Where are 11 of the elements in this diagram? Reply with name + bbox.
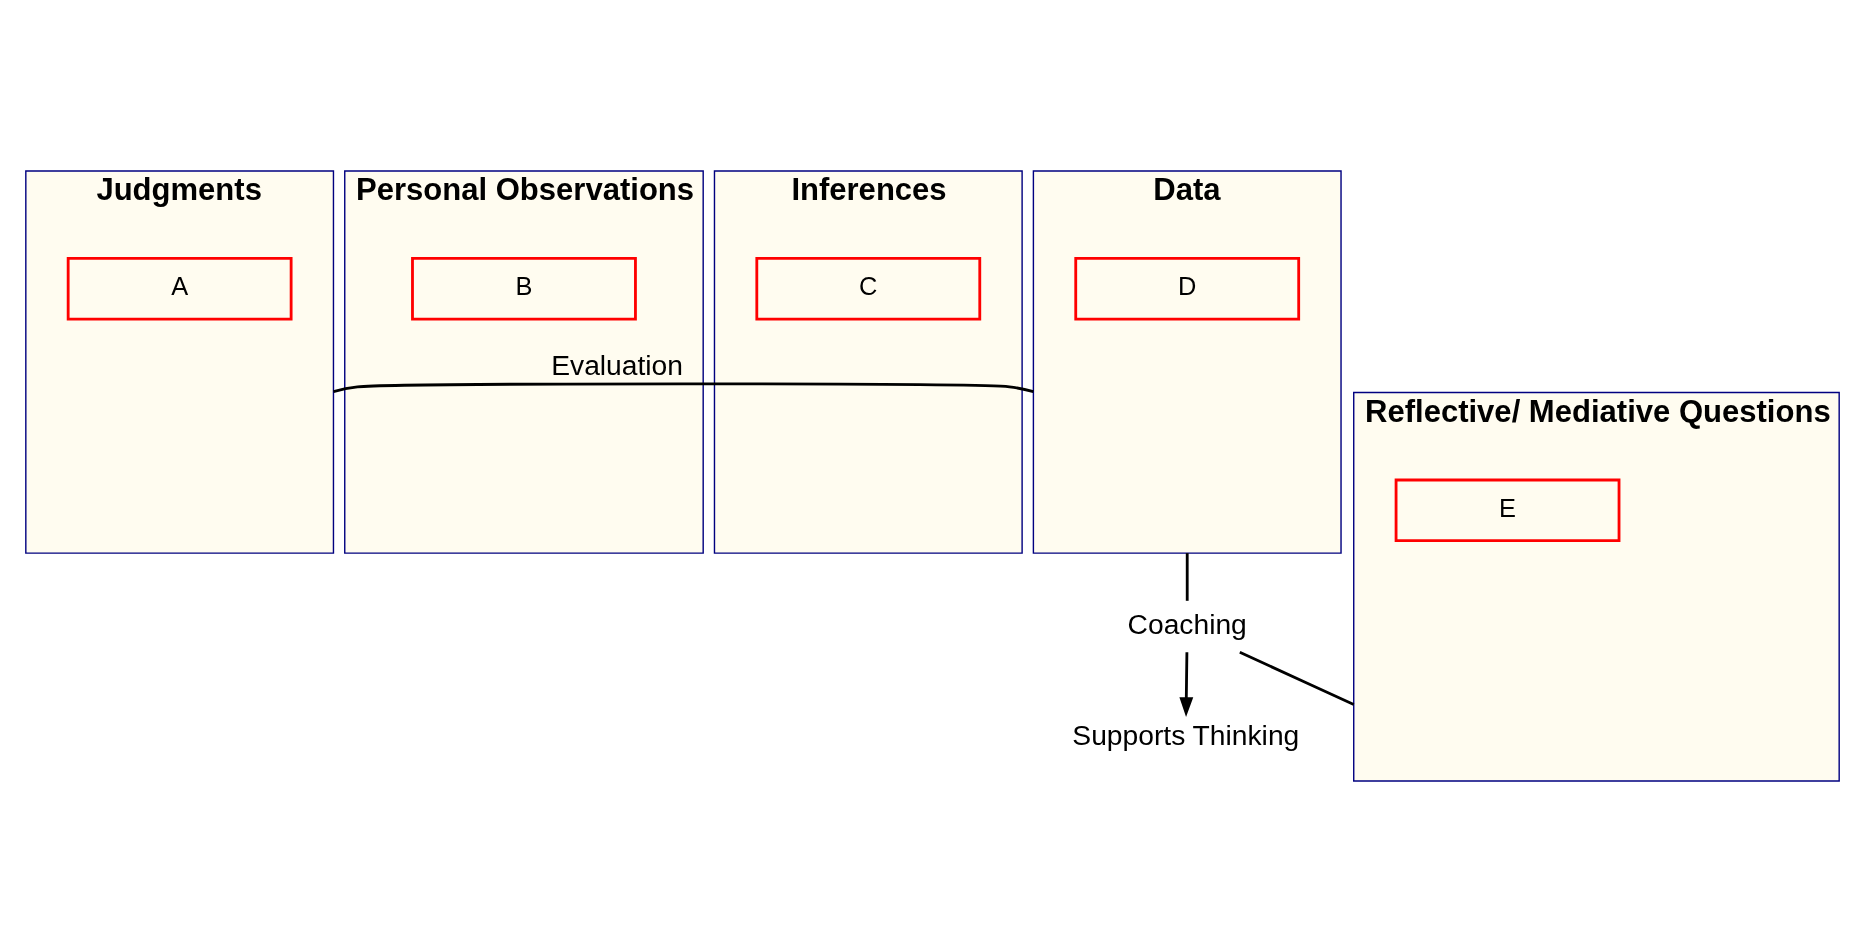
connector: [1239, 650, 1355, 706]
connector: [1185, 552, 1189, 601]
node-box: E: [1394, 478, 1621, 542]
node-box: D: [1074, 256, 1301, 321]
node-text: Coaching: [1127, 607, 1247, 640]
node-box: C: [755, 256, 982, 321]
node-text: Supports Thinking: [1072, 718, 1300, 751]
edge-label: Evaluation: [551, 348, 683, 381]
arrow: [1179, 651, 1194, 717]
node-box: A: [66, 256, 293, 321]
node-box: B: [411, 256, 637, 321]
